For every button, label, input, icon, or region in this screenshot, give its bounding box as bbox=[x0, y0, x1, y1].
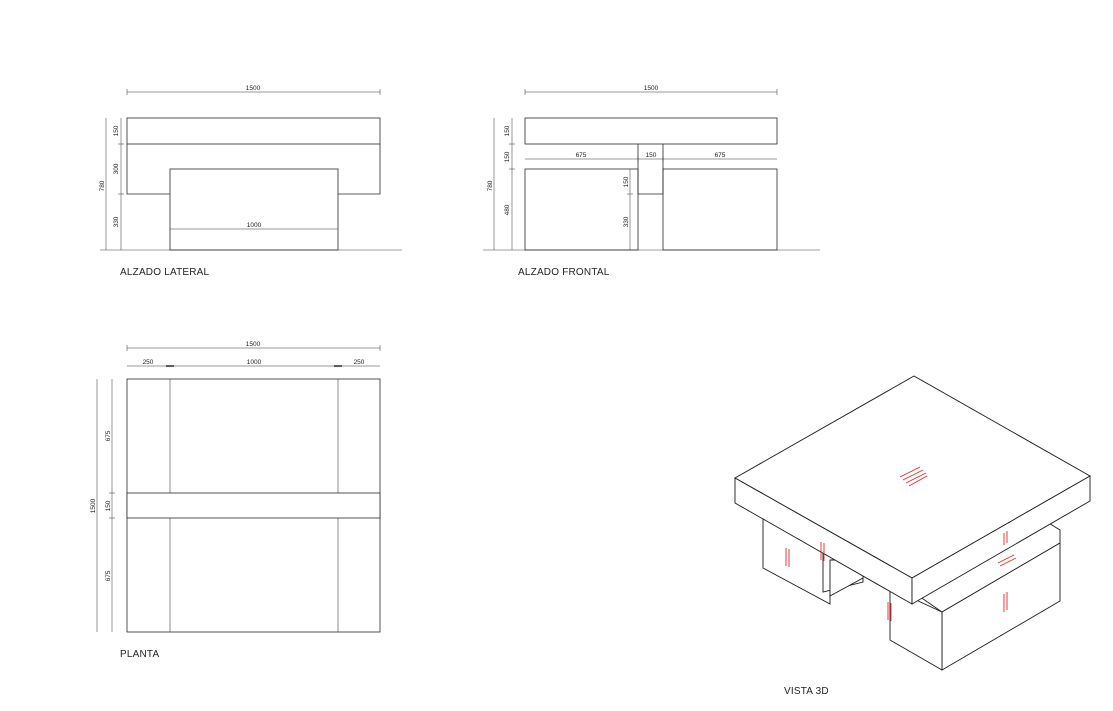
alzado-lateral-view: 1500 1000 780 150 300 330 ALZADO LATERAL bbox=[99, 85, 402, 278]
dim-width-label: 1500 bbox=[644, 85, 659, 92]
dim-total-h-label: 780 bbox=[99, 180, 106, 191]
dim-total-h-label: 780 bbox=[487, 180, 494, 191]
dim-gap-h-label: 150 bbox=[504, 151, 511, 162]
dim-mid-w-label: 1000 bbox=[247, 359, 262, 366]
dim-width-label: 1500 bbox=[246, 85, 261, 92]
slab-front-right bbox=[911, 475, 1091, 605]
right-leg bbox=[662, 168, 778, 251]
dim-top-h-label: 150 bbox=[504, 125, 511, 136]
dim-right-w-label: 675 bbox=[715, 152, 726, 159]
dim-right-w-label: 250 bbox=[354, 359, 365, 366]
dim-low-h-label: 330 bbox=[623, 216, 630, 227]
alzado-frontal-view: 1500 675 150 675 780 150 150 480 150 330… bbox=[483, 85, 820, 278]
dim-mid-h-label: 300 bbox=[113, 163, 120, 174]
dim-band-d-label: 150 bbox=[105, 500, 112, 511]
dim-notch-h-label: 150 bbox=[623, 176, 630, 187]
view-title: ALZADO FRONTAL bbox=[518, 267, 610, 278]
mark bbox=[908, 475, 928, 487]
dim-low-h-label: 330 bbox=[113, 216, 120, 227]
dim-top-h-label: 150 bbox=[113, 125, 120, 136]
dim-top-d-label: 675 bbox=[105, 430, 112, 441]
block-right-side bbox=[889, 587, 943, 671]
dim-left-w-label: 250 bbox=[143, 359, 154, 366]
dim-width-label: 1500 bbox=[246, 341, 261, 348]
dim-bottom-d-label: 675 bbox=[105, 570, 112, 581]
mark bbox=[997, 554, 1015, 564]
lower-block bbox=[169, 168, 339, 251]
mid-right bbox=[338, 144, 381, 195]
view-title: VISTA 3D bbox=[784, 686, 829, 697]
vista-3d-view: VISTA 3D bbox=[734, 375, 1091, 697]
mark bbox=[902, 469, 924, 481]
view-title: PLANTA bbox=[120, 649, 159, 660]
mid-left bbox=[126, 144, 170, 195]
left-leg bbox=[524, 168, 639, 251]
mark bbox=[899, 466, 921, 478]
mark bbox=[905, 472, 927, 484]
top-slab bbox=[524, 117, 778, 145]
mark bbox=[999, 557, 1017, 567]
dim-leg-h-label: 480 bbox=[504, 204, 511, 215]
dim-depth-label: 1500 bbox=[90, 498, 97, 513]
dim-gap-w-label: 150 bbox=[646, 152, 657, 159]
view-title: ALZADO LATERAL bbox=[120, 267, 210, 278]
dim-left-w-label: 675 bbox=[576, 152, 587, 159]
planta-view: 1500 250 1000 250 1500 675 150 675 PLANT… bbox=[90, 341, 381, 660]
top-slab bbox=[126, 117, 381, 145]
texture-marks bbox=[785, 466, 1017, 621]
center-band bbox=[126, 492, 381, 519]
dim-inner-width-label: 1000 bbox=[247, 222, 262, 229]
